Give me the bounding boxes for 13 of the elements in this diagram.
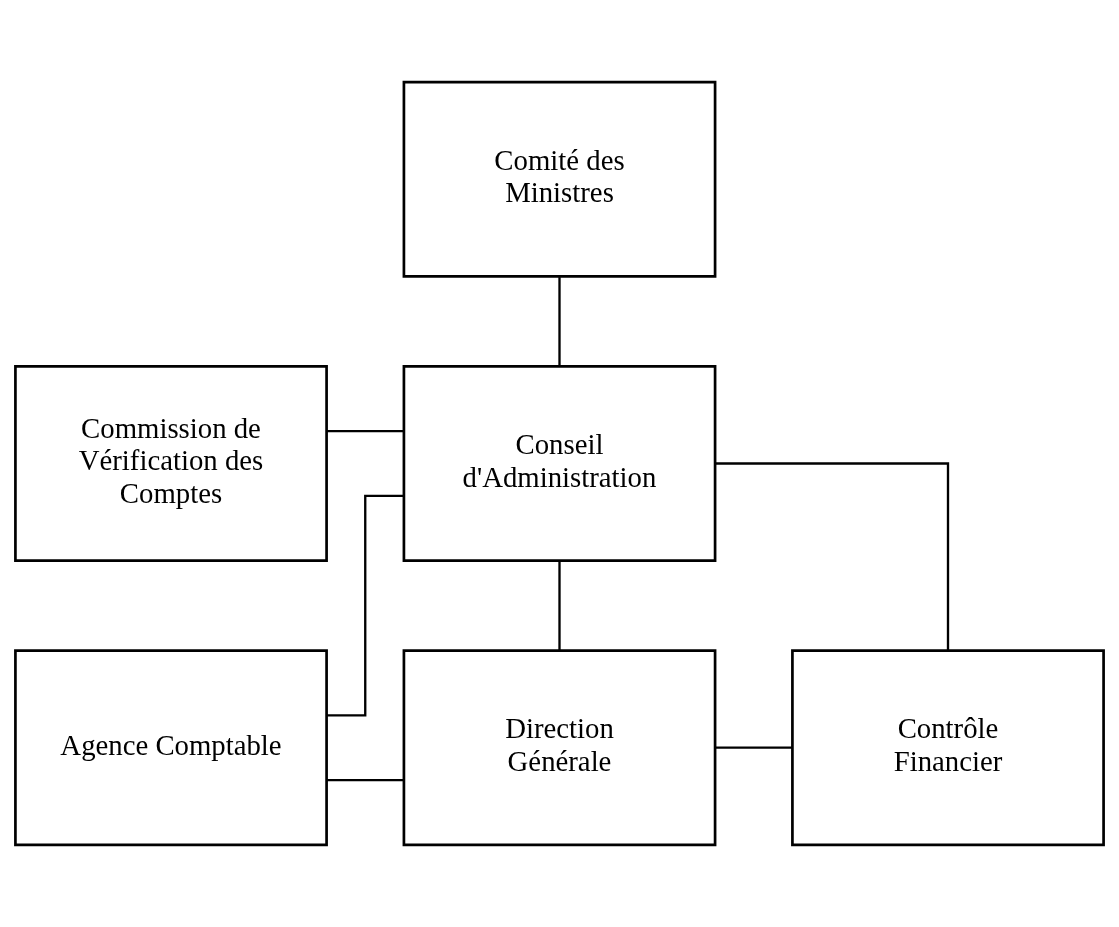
- connector: [558, 561, 561, 651]
- node-box: Conseil d'Administration: [402, 365, 717, 562]
- connector: [326, 778, 404, 782]
- connector: [558, 277, 561, 366]
- node-box: Agence Comptable: [14, 649, 328, 847]
- node-box: Comité des Ministres: [402, 80, 717, 278]
- connector: [715, 746, 793, 749]
- connector: [326, 429, 404, 433]
- node-box: Commission de Vérification des Comptes: [14, 365, 328, 562]
- node-box: Contrôle Financier: [791, 649, 1105, 847]
- connector: [715, 462, 950, 650]
- node-box: Direction Générale: [402, 649, 717, 847]
- connector: [326, 494, 404, 717]
